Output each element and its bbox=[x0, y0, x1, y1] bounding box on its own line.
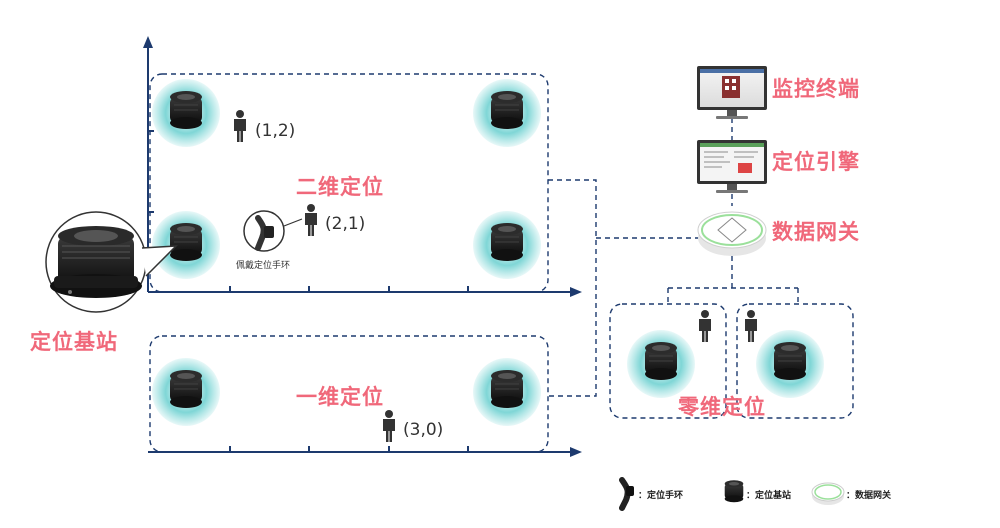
positioning-engine-icon bbox=[697, 140, 767, 193]
zone-0d-right-boundary bbox=[736, 303, 854, 419]
positioning-engine-label: 定位引擎 bbox=[772, 150, 860, 174]
base-station-2d-top-right bbox=[472, 78, 542, 148]
person-icon-p30 bbox=[382, 409, 396, 443]
base-station-0d-left bbox=[626, 329, 696, 399]
person-icon-p21 bbox=[304, 203, 318, 237]
person-icon-0d-right bbox=[744, 309, 758, 343]
base-station-title: 定位基站 bbox=[30, 330, 118, 354]
base-station-2d-bottom-right bbox=[472, 210, 542, 280]
base-station-2d-top-left bbox=[151, 78, 221, 148]
zone-1d-label: 一维定位 bbox=[296, 385, 384, 409]
legend-wristband-icon bbox=[619, 477, 634, 511]
person-icon-0d-left bbox=[698, 309, 712, 343]
coord-label-p30: (3,0) bbox=[403, 420, 444, 440]
legend-gateway-label: ：数据网关 bbox=[846, 491, 892, 501]
person-icon-p12 bbox=[233, 109, 247, 143]
base-station-2d-bottom-left bbox=[151, 210, 221, 280]
data-gateway-label: 数据网关 bbox=[772, 220, 860, 244]
zone-0d-label: 零维定位 bbox=[678, 395, 766, 419]
network-links bbox=[548, 118, 799, 397]
coord-label-p12: (1,2) bbox=[255, 121, 296, 141]
zone-2d-label: 二维定位 bbox=[296, 175, 384, 199]
legend-wristband-label: ：定位手环 bbox=[638, 491, 684, 501]
base-station-zoom-icon bbox=[50, 226, 142, 298]
monitor-terminal-label: 监控终端 bbox=[772, 77, 860, 101]
base-station-1d-left bbox=[151, 357, 221, 427]
wristband-wearing-label: 佩戴定位手环 bbox=[236, 261, 291, 271]
monitor-terminal-icon bbox=[697, 66, 767, 119]
base-station-0d-right bbox=[755, 329, 825, 399]
data-gateway-icon bbox=[697, 211, 767, 256]
zone-0d-left-boundary bbox=[609, 303, 727, 419]
legend-gateway-icon bbox=[811, 482, 845, 505]
base-station-1d-right bbox=[472, 357, 542, 427]
coord-label-p21: (2,1) bbox=[325, 214, 366, 234]
legend-base-station-label: ：定位基站 bbox=[746, 491, 792, 501]
legend-base-station-icon bbox=[724, 480, 744, 503]
